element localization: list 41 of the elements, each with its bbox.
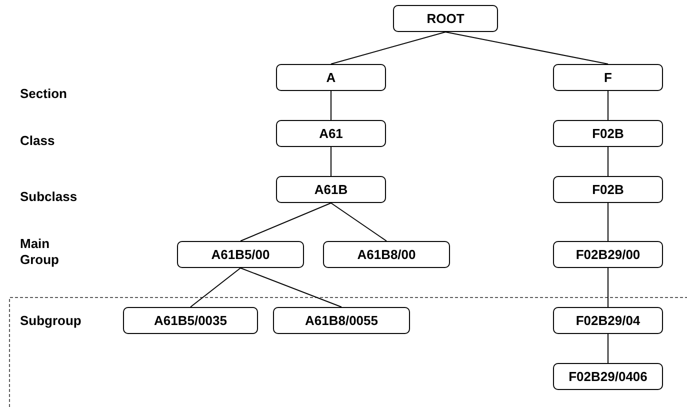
node-box <box>553 363 663 390</box>
node-label: A61B <box>314 182 348 197</box>
node-label: A61B8/0055 <box>305 313 378 328</box>
node-box <box>553 64 663 91</box>
level-label: Section <box>20 86 67 102</box>
connector-line <box>240 202 332 242</box>
node-box <box>553 120 663 147</box>
node-box <box>276 64 386 91</box>
node-label: F02B29/00 <box>576 247 640 262</box>
node-box <box>393 5 498 32</box>
node-box <box>276 120 386 147</box>
node-box <box>276 176 386 203</box>
node-box <box>323 241 450 268</box>
node-label: A61B8/00 <box>357 247 416 262</box>
node-box <box>273 307 410 334</box>
node-label: F02B <box>592 182 624 197</box>
node-box <box>553 241 663 268</box>
connector-line <box>330 146 332 176</box>
connector-line <box>445 32 608 64</box>
node-box <box>553 176 663 203</box>
connector-line <box>330 90 332 120</box>
node-box <box>553 307 663 334</box>
level-label: Class <box>20 133 55 149</box>
level-label: Subgroup <box>20 313 82 329</box>
node-label: ROOT <box>426 11 464 26</box>
node-label: A <box>326 70 336 85</box>
node-label: A61B5/00 <box>211 247 270 262</box>
node-label: F02B29/04 <box>576 313 640 328</box>
node-label: A61 <box>319 126 343 141</box>
connector-line <box>330 202 387 242</box>
node-box <box>177 241 304 268</box>
node-label: F02B <box>592 126 624 141</box>
level-label: Main Group <box>20 236 60 268</box>
connector-line <box>330 32 446 64</box>
connector-line <box>190 268 241 308</box>
node-box <box>123 307 258 334</box>
connector-line <box>240 268 342 308</box>
level-label: Subclass <box>20 189 78 205</box>
node-label: F02B29/0406 <box>568 369 648 384</box>
node-label: A61B5/0035 <box>154 313 227 328</box>
node-label: F <box>604 70 612 85</box>
